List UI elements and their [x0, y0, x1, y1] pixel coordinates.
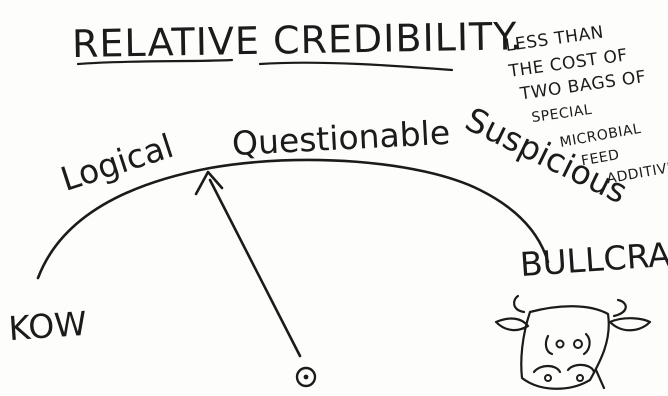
label-questionable: Questionable [231, 113, 451, 163]
title-underline-right [258, 61, 454, 72]
bull-head-icon [494, 294, 652, 390]
diagram-title: RELATIVE CREDIBILITY. [72, 14, 524, 66]
side-note-line-4: SPECIAL [531, 102, 594, 126]
side-note: LESS THAN THE COST OF TWO BAGS OF SPECIA… [504, 22, 647, 126]
pivot-circle-icon [295, 366, 317, 388]
label-logical: Logical [56, 126, 178, 199]
arrow-pointer-icon [194, 170, 302, 358]
title-underline-left [76, 58, 234, 66]
credibility-arc [36, 158, 550, 280]
label-bullcrap: BULLCRAP [519, 233, 668, 284]
side-note-line-6: FEED [580, 147, 621, 169]
label-kow: KOW [7, 304, 88, 348]
